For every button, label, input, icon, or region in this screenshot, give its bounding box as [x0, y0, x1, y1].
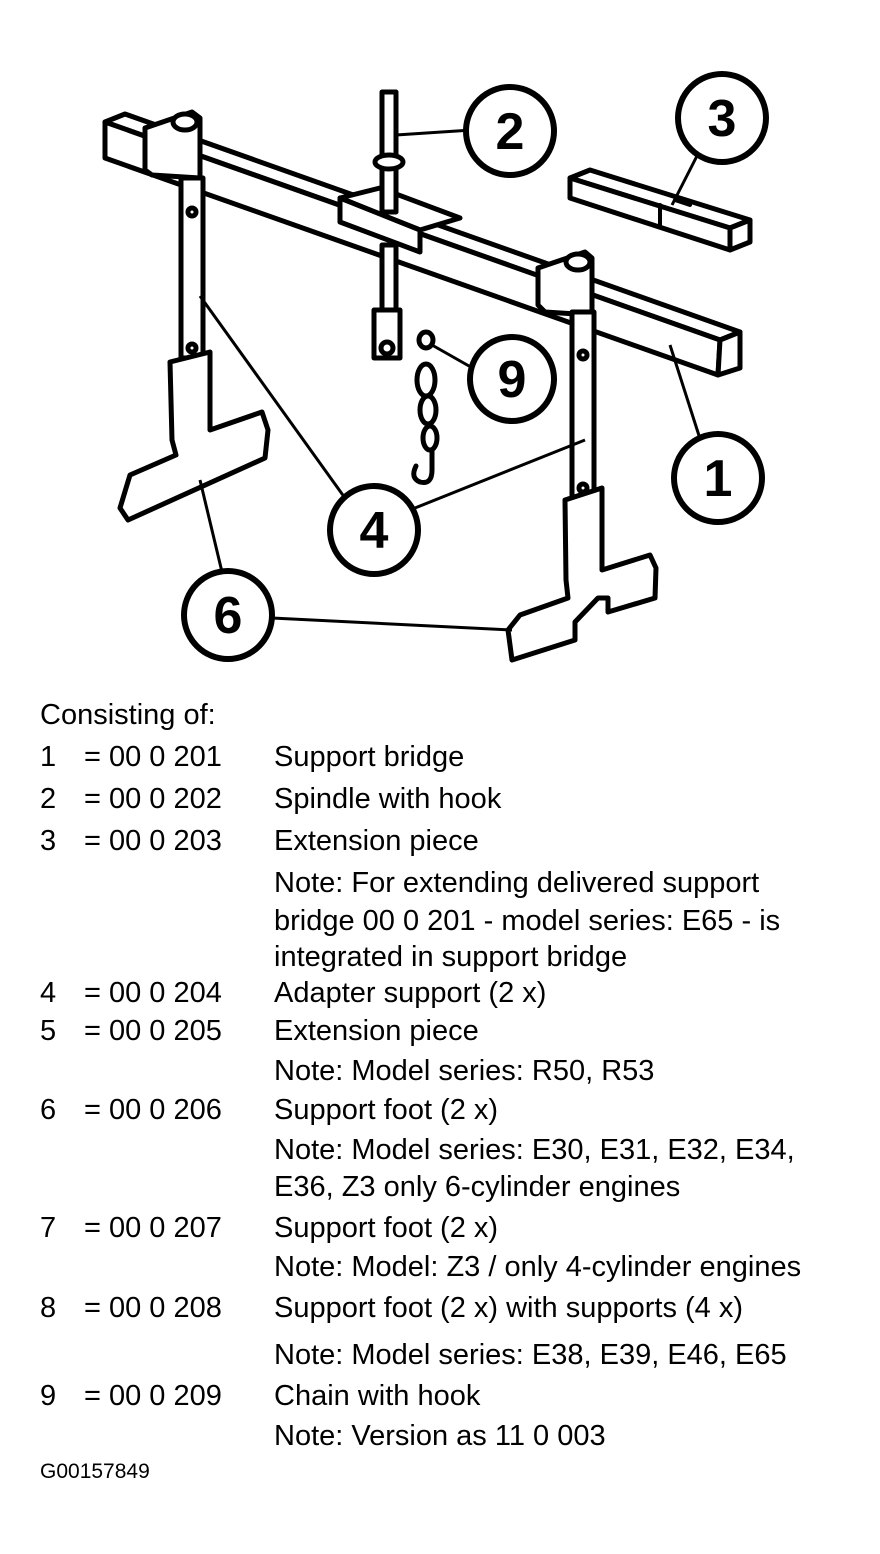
callout-circle-2 [463, 84, 557, 178]
item-code: = 00 0 206 [84, 1094, 222, 1126]
item-code: = 00 0 201 [84, 741, 222, 773]
item-description: Extension piece [274, 825, 479, 857]
right-adapter-support-part [505, 309, 659, 663]
item-code: = 00 0 205 [84, 1015, 222, 1047]
callout-circle-1 [671, 431, 765, 525]
item-number: 8 [40, 1292, 57, 1324]
item-note: bridge 00 0 201 - model series: E65 - is [274, 905, 781, 937]
item-note: E36, Z3 only 6-cylinder engines [274, 1171, 681, 1203]
callout-label-6: 6 [214, 587, 243, 645]
item-code: = 00 0 203 [84, 825, 222, 857]
item-description: Support bridge [274, 741, 465, 773]
item-code: = 00 0 202 [84, 783, 222, 815]
item-description: Chain with hook [274, 1380, 481, 1412]
item-note: Note: Model: Z3 / only 4-cylinder engine… [274, 1251, 802, 1283]
callout-circle-3 [675, 71, 769, 165]
callout-circle-9 [467, 334, 557, 424]
item-number: 6 [40, 1094, 57, 1126]
item-number: 4 [40, 977, 57, 1009]
item-description: Support foot (2 x) with supports (4 x) [274, 1292, 744, 1324]
item-number: 1 [40, 741, 57, 773]
item-code: = 00 0 204 [84, 977, 222, 1009]
item-number: 3 [40, 825, 57, 857]
item-note: Note: For extending delivered support [274, 867, 760, 899]
callout-label-2: 2 [496, 103, 525, 161]
callout-label-3: 3 [708, 90, 737, 148]
item-code: = 00 0 208 [84, 1292, 222, 1324]
item-description: Adapter support (2 x) [274, 977, 547, 1009]
callout-label-1: 1 [704, 450, 733, 508]
item-description: Extension piece [274, 1015, 479, 1047]
item-number: 9 [40, 1380, 57, 1412]
support-bridge-part [102, 109, 743, 378]
chain-part [411, 329, 440, 485]
spindle-part [371, 89, 406, 361]
item-note: Note: Version as 11 0 003 [274, 1420, 606, 1452]
callout-label-4: 4 [360, 502, 389, 560]
item-description: Support foot (2 x) [274, 1212, 499, 1244]
item-number: 5 [40, 1015, 57, 1047]
item-code: = 00 0 207 [84, 1212, 222, 1244]
item-number: 2 [40, 783, 57, 815]
callout-label-9: 9 [498, 351, 527, 409]
support-bridge-diagram: 2 3 9 1 4 6 [102, 71, 769, 663]
legend-heading: Consisting of: [40, 699, 216, 731]
item-note: integrated in support bridge [274, 941, 628, 973]
leader-lines [198, 128, 704, 632]
extension-piece-part [567, 167, 753, 253]
item-code: = 00 0 209 [84, 1380, 222, 1412]
item-description: Support foot (2 x) [274, 1094, 499, 1126]
item-note: Note: Model series: E30, E31, E32, E34, [274, 1134, 795, 1166]
callout-circle-4 [327, 483, 421, 577]
item-number: 7 [40, 1212, 57, 1244]
figure-id-caption: G00157849 [40, 1460, 150, 1483]
item-note: Note: Model series: E38, E39, E46, E65 [274, 1339, 787, 1371]
callout-circle-6 [181, 568, 275, 662]
item-note: Note: Model series: R50, R53 [274, 1055, 655, 1087]
item-description: Spindle with hook [274, 783, 502, 815]
left-adapter-support-part [117, 175, 271, 523]
